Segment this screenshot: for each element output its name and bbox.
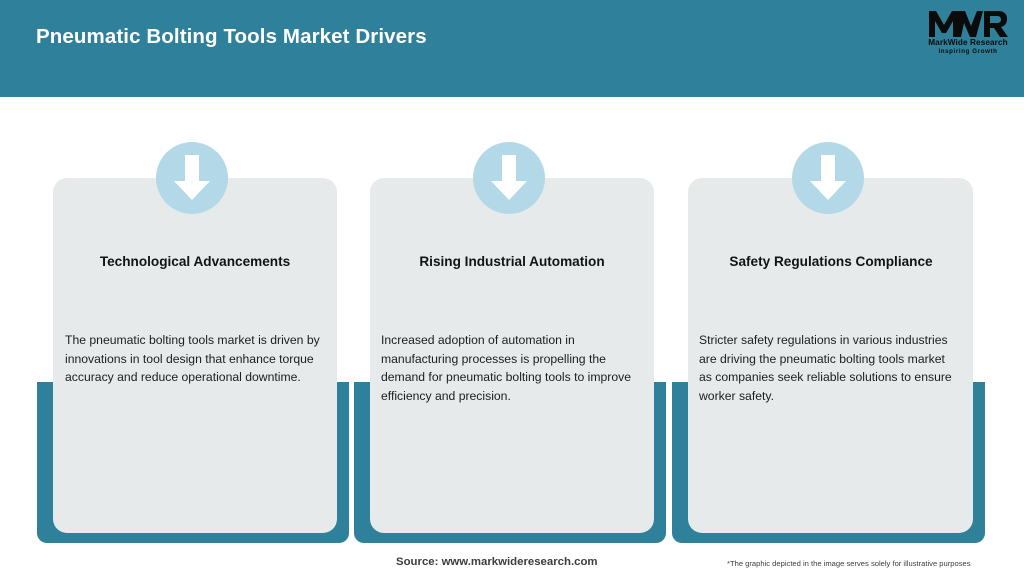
card-body-2: Increased adoption of automation in manu… xyxy=(381,333,631,403)
header-bar xyxy=(0,0,1024,97)
page-title: Pneumatic Bolting Tools Market Drivers xyxy=(36,25,427,48)
logo-tagline: Inspiring Growth xyxy=(938,48,998,55)
card-title-2: Rising Industrial Automation xyxy=(419,254,605,269)
down-arrow-icon xyxy=(473,142,545,214)
source-label: Source: www.markwideresearch.com xyxy=(396,556,598,568)
card-surface-2 xyxy=(370,178,654,533)
disclaimer-label: *The graphic depicted in the image serve… xyxy=(727,559,971,568)
card-body-1: The pneumatic bolting tools market is dr… xyxy=(65,333,320,384)
down-arrow-icon xyxy=(156,142,228,214)
logo: MarkWide Research Inspiring Growth xyxy=(922,9,1014,61)
card-body-3: Stricter safety regulations in various i… xyxy=(699,333,952,403)
logo-company-name: MarkWide Research xyxy=(928,38,1008,47)
down-arrow-icon xyxy=(792,142,864,214)
card-surface-1 xyxy=(53,178,337,533)
card-surface-3 xyxy=(688,178,973,533)
mwr-monogram-icon xyxy=(928,9,1008,39)
card-title-1: Technological Advancements xyxy=(99,254,291,269)
card-title-3: Safety Regulations Compliance xyxy=(729,254,933,269)
